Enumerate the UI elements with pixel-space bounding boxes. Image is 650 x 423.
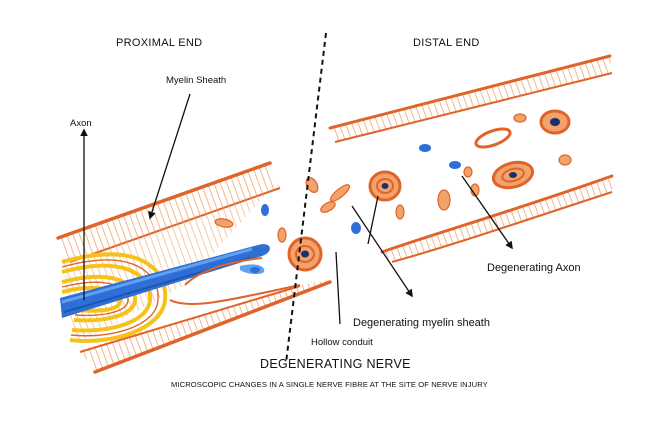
distal-upper-sheath: [328, 54, 613, 143]
figure-caption: MICROSCOPIC CHANGES IN A SINGLE NERVE FI…: [171, 380, 488, 389]
proximal-tip-sheath: [169, 257, 301, 305]
schwann-cells: [287, 109, 571, 272]
proximal-myelin-rings-orange: [61, 259, 159, 337]
pointer-arrows: [80, 93, 513, 325]
label-distal-end: DISTAL END: [413, 37, 480, 49]
axon-debris: [250, 144, 461, 273]
label-axon: Axon: [70, 118, 92, 129]
proximal-lower-sheath: [79, 280, 332, 374]
label-proximal-end: PROXIMAL END: [116, 37, 203, 49]
label-degenerating-myelin-sheath: Degenerating myelin sheath: [353, 317, 490, 329]
label-degenerating-nerve: DEGENERATING NERVE: [260, 357, 411, 371]
label-degenerating-axon: Degenerating Axon: [487, 262, 581, 274]
label-myelin-sheath: Myelin Sheath: [166, 75, 227, 86]
injury-site-dashed-line: [285, 32, 327, 364]
distal-lower-sheath: [380, 174, 614, 263]
myelin-debris: [214, 113, 572, 243]
proximal-myelin-rings: [61, 252, 168, 343]
label-hollow-conduit: Hollow conduit: [311, 337, 373, 348]
